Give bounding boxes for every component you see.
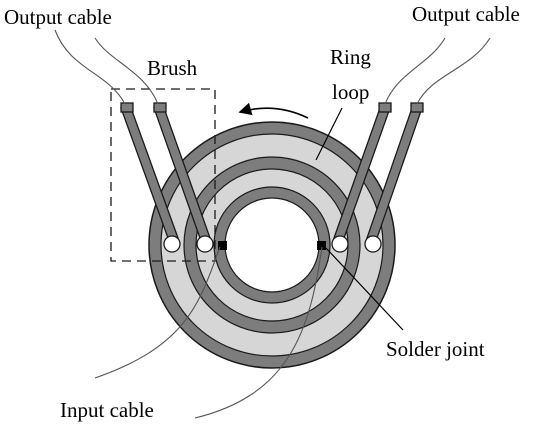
output-cable-right-1: [384, 37, 446, 105]
brush-mount-right-outer: [410, 102, 424, 113]
brush-contact-left-inner: [196, 235, 214, 253]
solder-joint-leader: [325, 247, 404, 331]
output-cable-right-2: [416, 37, 491, 105]
label-ring-line1: Ring: [330, 45, 371, 69]
output-cables-right: [384, 37, 491, 105]
label-solder-joint: Solder joint: [386, 337, 485, 361]
output-cable-left-1: [54, 29, 126, 105]
output-cables-left: [54, 29, 159, 105]
brush-contact-right-inner: [331, 235, 349, 253]
solder-joint-right: [317, 241, 326, 250]
ring-loop-leader: [315, 107, 343, 161]
brush-dashed-box: [110, 88, 216, 262]
ring-assembly: [148, 121, 396, 369]
input-cable-2: [194, 246, 323, 419]
solder-joint-left: [218, 241, 227, 250]
brush-contact-right-outer: [364, 235, 382, 253]
rotation-arrow-icon: [238, 102, 309, 119]
brush-contact-left-outer: [163, 235, 181, 253]
label-ring-line2: loop: [332, 80, 369, 104]
label-output-cable-right: Output cable: [412, 2, 520, 26]
brush-mount-right-inner: [378, 102, 392, 113]
left-brushes: [120, 102, 214, 253]
brush-mount-left-inner: [153, 102, 167, 113]
input-cables: [94, 246, 323, 419]
brush-mount-left-outer: [120, 102, 134, 113]
output-cable-left-2: [94, 37, 159, 105]
input-cable-1: [94, 246, 221, 379]
label-output-cable-left: Output cable: [4, 5, 112, 29]
label-brush: Brush: [147, 56, 198, 80]
right-brushes: [331, 102, 424, 253]
label-input-cable: Input cable: [60, 398, 154, 422]
center-hole: [224, 197, 320, 293]
